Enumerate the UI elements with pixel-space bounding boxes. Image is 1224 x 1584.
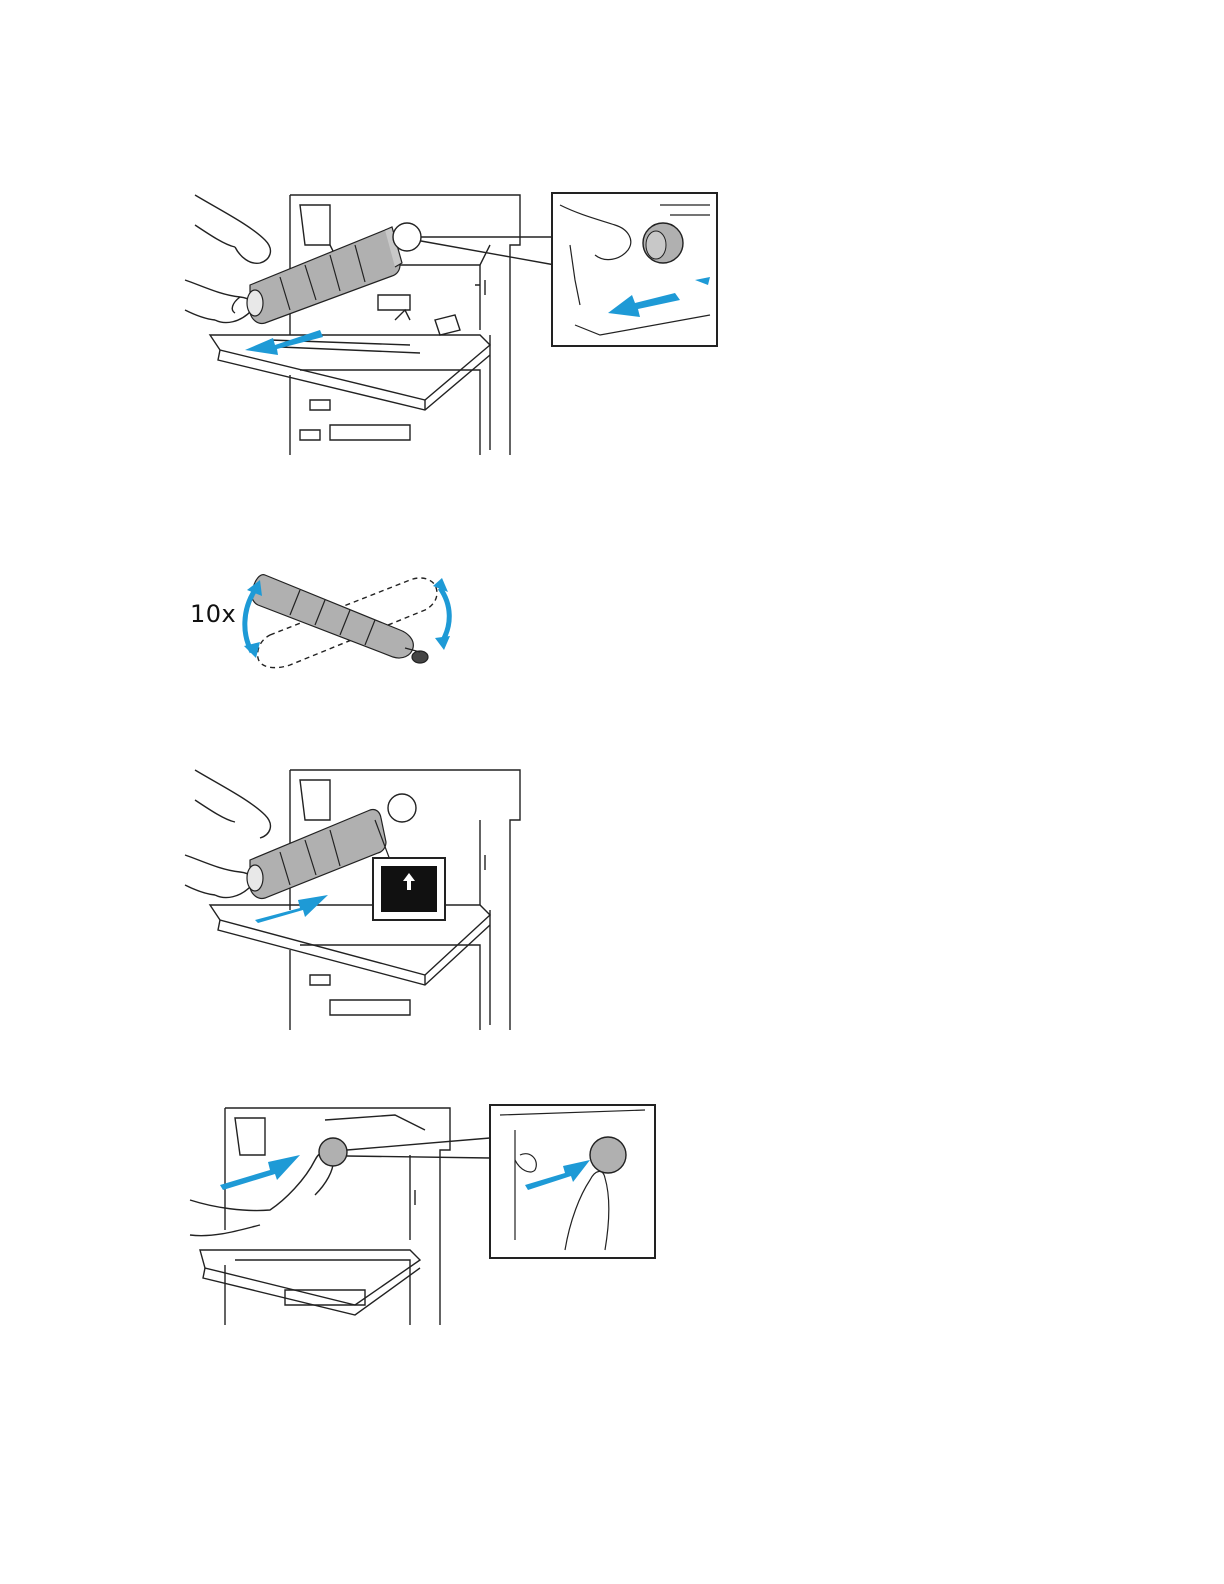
insert-toner-illustration xyxy=(180,760,525,1035)
shake-count-label: 10x xyxy=(190,600,236,628)
remove-toner-illustration xyxy=(180,185,725,460)
figure-remove-toner xyxy=(180,185,725,460)
shake-toner-illustration xyxy=(230,560,470,680)
figure-shake-toner xyxy=(230,560,470,680)
figure-insert-toner xyxy=(180,760,525,1035)
figure-push-cap xyxy=(185,1100,660,1330)
push-cap-illustration xyxy=(185,1100,660,1330)
